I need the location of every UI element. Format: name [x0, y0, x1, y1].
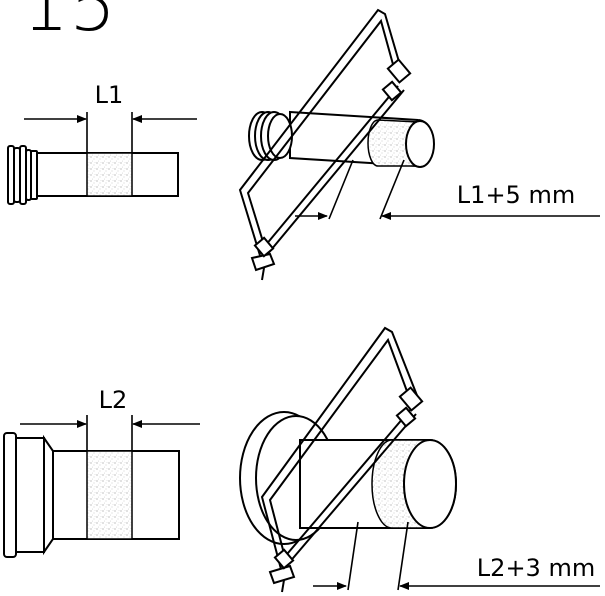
- cut-label-l2: L2+3 mm: [477, 554, 595, 582]
- hacksaw-bottom: [260, 326, 424, 593]
- hacksaw-top: [238, 8, 412, 281]
- dimension-label-l1: L1: [95, 81, 124, 109]
- top-row: L1: [7, 8, 600, 281]
- cut-marker-l1: [295, 159, 600, 220]
- dimension-label-l2: L2: [99, 386, 128, 414]
- bottom-row: L2 L2+3 mm: [3, 326, 600, 593]
- threaded-end: [7, 145, 38, 205]
- pipe-perspective-top: [248, 110, 435, 168]
- insertion-zone-l2: [86, 450, 133, 540]
- cut-marker-l2: [313, 521, 600, 591]
- pipe-side-view-top: [7, 145, 179, 205]
- pipe-perspective-bottom: [239, 411, 457, 545]
- dimension-l2: [20, 415, 200, 451]
- insertion-zone-l1: [86, 152, 133, 197]
- dimension-l1: [24, 112, 197, 153]
- pipe-side-view-bottom: [3, 432, 180, 558]
- step-number: 15: [22, 0, 116, 48]
- cut-label-l1: L1+5 mm: [457, 181, 575, 209]
- socket-end: [3, 432, 17, 558]
